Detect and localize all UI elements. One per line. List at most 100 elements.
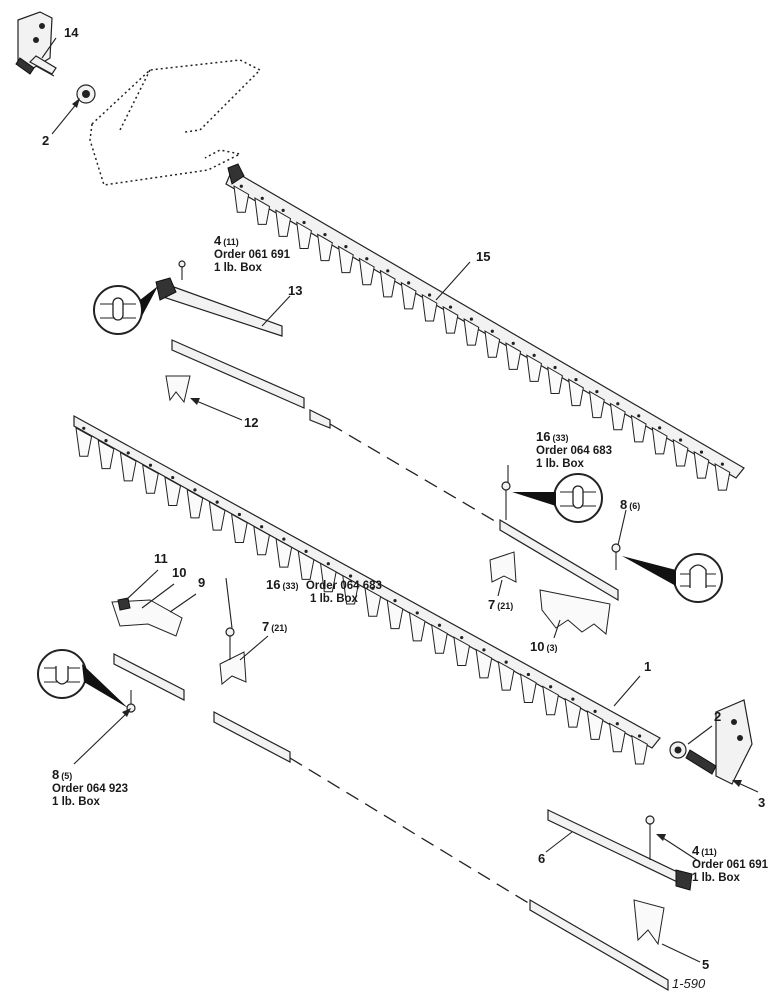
callout-16-left: 16(33) Order 064 683 1 lb. Box bbox=[266, 577, 382, 605]
knife-section-tooth bbox=[453, 636, 471, 667]
rivet-hole bbox=[281, 208, 285, 212]
rivet-detail-circle-1 bbox=[93, 285, 158, 335]
knife-section-tooth bbox=[208, 500, 226, 531]
rivet-hole bbox=[427, 293, 432, 297]
knife-section-tooth bbox=[547, 366, 563, 394]
callout-7-right: 7(21) bbox=[488, 597, 514, 612]
knife-assembly-part-15 bbox=[225, 163, 745, 491]
knife-section-tooth bbox=[230, 513, 248, 543]
knife-section-tooth bbox=[337, 245, 354, 274]
knife-section-tooth bbox=[164, 476, 182, 507]
rivet-hole bbox=[720, 462, 725, 466]
knife-section-tooth bbox=[317, 233, 333, 262]
callout-3: 3 bbox=[758, 795, 766, 810]
knife-bar-right bbox=[499, 518, 619, 602]
knife-section-tooth bbox=[542, 685, 559, 716]
rivet-hole bbox=[595, 390, 599, 394]
rivet-hole bbox=[215, 500, 219, 504]
knife-section-tooth bbox=[342, 574, 359, 605]
knife-section-tooth bbox=[275, 209, 292, 237]
knife-section-tooth bbox=[400, 281, 417, 310]
rivet-hole bbox=[571, 697, 575, 701]
knife-section-tooth bbox=[253, 525, 270, 556]
rivet-hole bbox=[239, 184, 243, 188]
rivet-hole bbox=[678, 438, 683, 442]
rivet-hole bbox=[304, 549, 308, 553]
knife-section-tooth bbox=[588, 390, 605, 419]
rivet-hole bbox=[504, 660, 508, 664]
knife-section-tooth bbox=[693, 450, 710, 479]
rivet-hole bbox=[658, 426, 662, 430]
knife-section-tooth bbox=[630, 414, 647, 443]
section-part-12 bbox=[165, 375, 191, 404]
rivet-hole bbox=[415, 611, 419, 615]
knife-section-tooth bbox=[475, 648, 493, 679]
knife-section-tooth bbox=[186, 488, 204, 519]
rivet-hole bbox=[637, 734, 642, 738]
rivet-hole bbox=[302, 220, 306, 225]
knife-section-tooth bbox=[586, 710, 604, 740]
rivet-hole bbox=[193, 488, 197, 492]
rivet-hole bbox=[460, 635, 464, 640]
callout-1: 1 bbox=[644, 659, 652, 674]
rivet-hole bbox=[371, 586, 375, 590]
knife-section-tooth bbox=[296, 221, 312, 249]
knife-section-tooth bbox=[119, 451, 137, 482]
knife-section-tooth bbox=[97, 439, 115, 470]
knife-back-part-13 bbox=[155, 277, 283, 337]
callout-16-top: 16(33) Order 064 683 1 lb. Box bbox=[536, 429, 613, 470]
knife-section-tooth bbox=[564, 697, 582, 728]
rivet-hole bbox=[574, 377, 578, 382]
rivet-hole bbox=[553, 365, 557, 370]
rivet-hole bbox=[699, 450, 704, 454]
rivet-icons bbox=[126, 260, 655, 860]
rivet-hole bbox=[469, 317, 474, 321]
callout-12: 12 bbox=[244, 415, 259, 430]
callout-9: 9 bbox=[198, 575, 206, 590]
callout-8-right: 8(6) bbox=[620, 497, 641, 512]
rivet-hole bbox=[532, 353, 536, 357]
nut-part-2-right bbox=[669, 741, 687, 759]
knife-section-tooth bbox=[505, 342, 522, 370]
rivet-hole bbox=[344, 245, 348, 249]
sections-9-10-11 bbox=[111, 597, 183, 637]
knife-head-part-3 bbox=[685, 699, 753, 785]
callout-5: 5 bbox=[702, 957, 710, 972]
knife-section-tooth bbox=[568, 378, 584, 407]
callout-6: 6 bbox=[538, 851, 546, 866]
rivet-hole bbox=[526, 672, 530, 677]
section-part-10-right bbox=[539, 589, 611, 635]
rivet-hole bbox=[326, 562, 330, 566]
knife-section-tooth bbox=[386, 599, 404, 630]
rivet-hole bbox=[82, 426, 86, 430]
rivet-detail-circle-4 bbox=[37, 649, 128, 708]
knife-section-tooth bbox=[519, 673, 537, 703]
knife-section-tooth bbox=[609, 402, 626, 431]
rivet-hole bbox=[593, 709, 597, 713]
leader-lines bbox=[41, 37, 759, 963]
knife-bar-lower bbox=[213, 711, 291, 763]
knife-bar-left bbox=[171, 339, 331, 429]
callout-2-right: 2 bbox=[714, 709, 722, 724]
callout-4-right: 4(11) Order 061 691 1 lb. Box bbox=[692, 843, 769, 884]
knife-section-tooth bbox=[233, 185, 250, 213]
knife-section-tooth bbox=[379, 269, 396, 298]
callout-11: 11 bbox=[154, 551, 168, 566]
rivet-hole bbox=[616, 402, 620, 406]
knife-section-tooth bbox=[497, 660, 515, 691]
figure-number: 1-590 bbox=[672, 976, 706, 991]
rivet-hole bbox=[104, 439, 108, 443]
section-part-5 bbox=[633, 899, 665, 946]
knife-section-tooth bbox=[319, 562, 337, 593]
rivet-hole bbox=[448, 305, 453, 309]
rivet-hole bbox=[260, 196, 264, 200]
callout-14: 14 bbox=[64, 25, 79, 40]
knife-section-tooth bbox=[651, 426, 668, 455]
rivet-hole bbox=[386, 269, 390, 273]
rivet-hole bbox=[482, 648, 486, 652]
guard-plate-left bbox=[113, 653, 185, 701]
knife-section-tooth bbox=[275, 537, 293, 568]
knife-back-part-6 bbox=[547, 809, 693, 891]
rivet-hole bbox=[637, 414, 641, 418]
